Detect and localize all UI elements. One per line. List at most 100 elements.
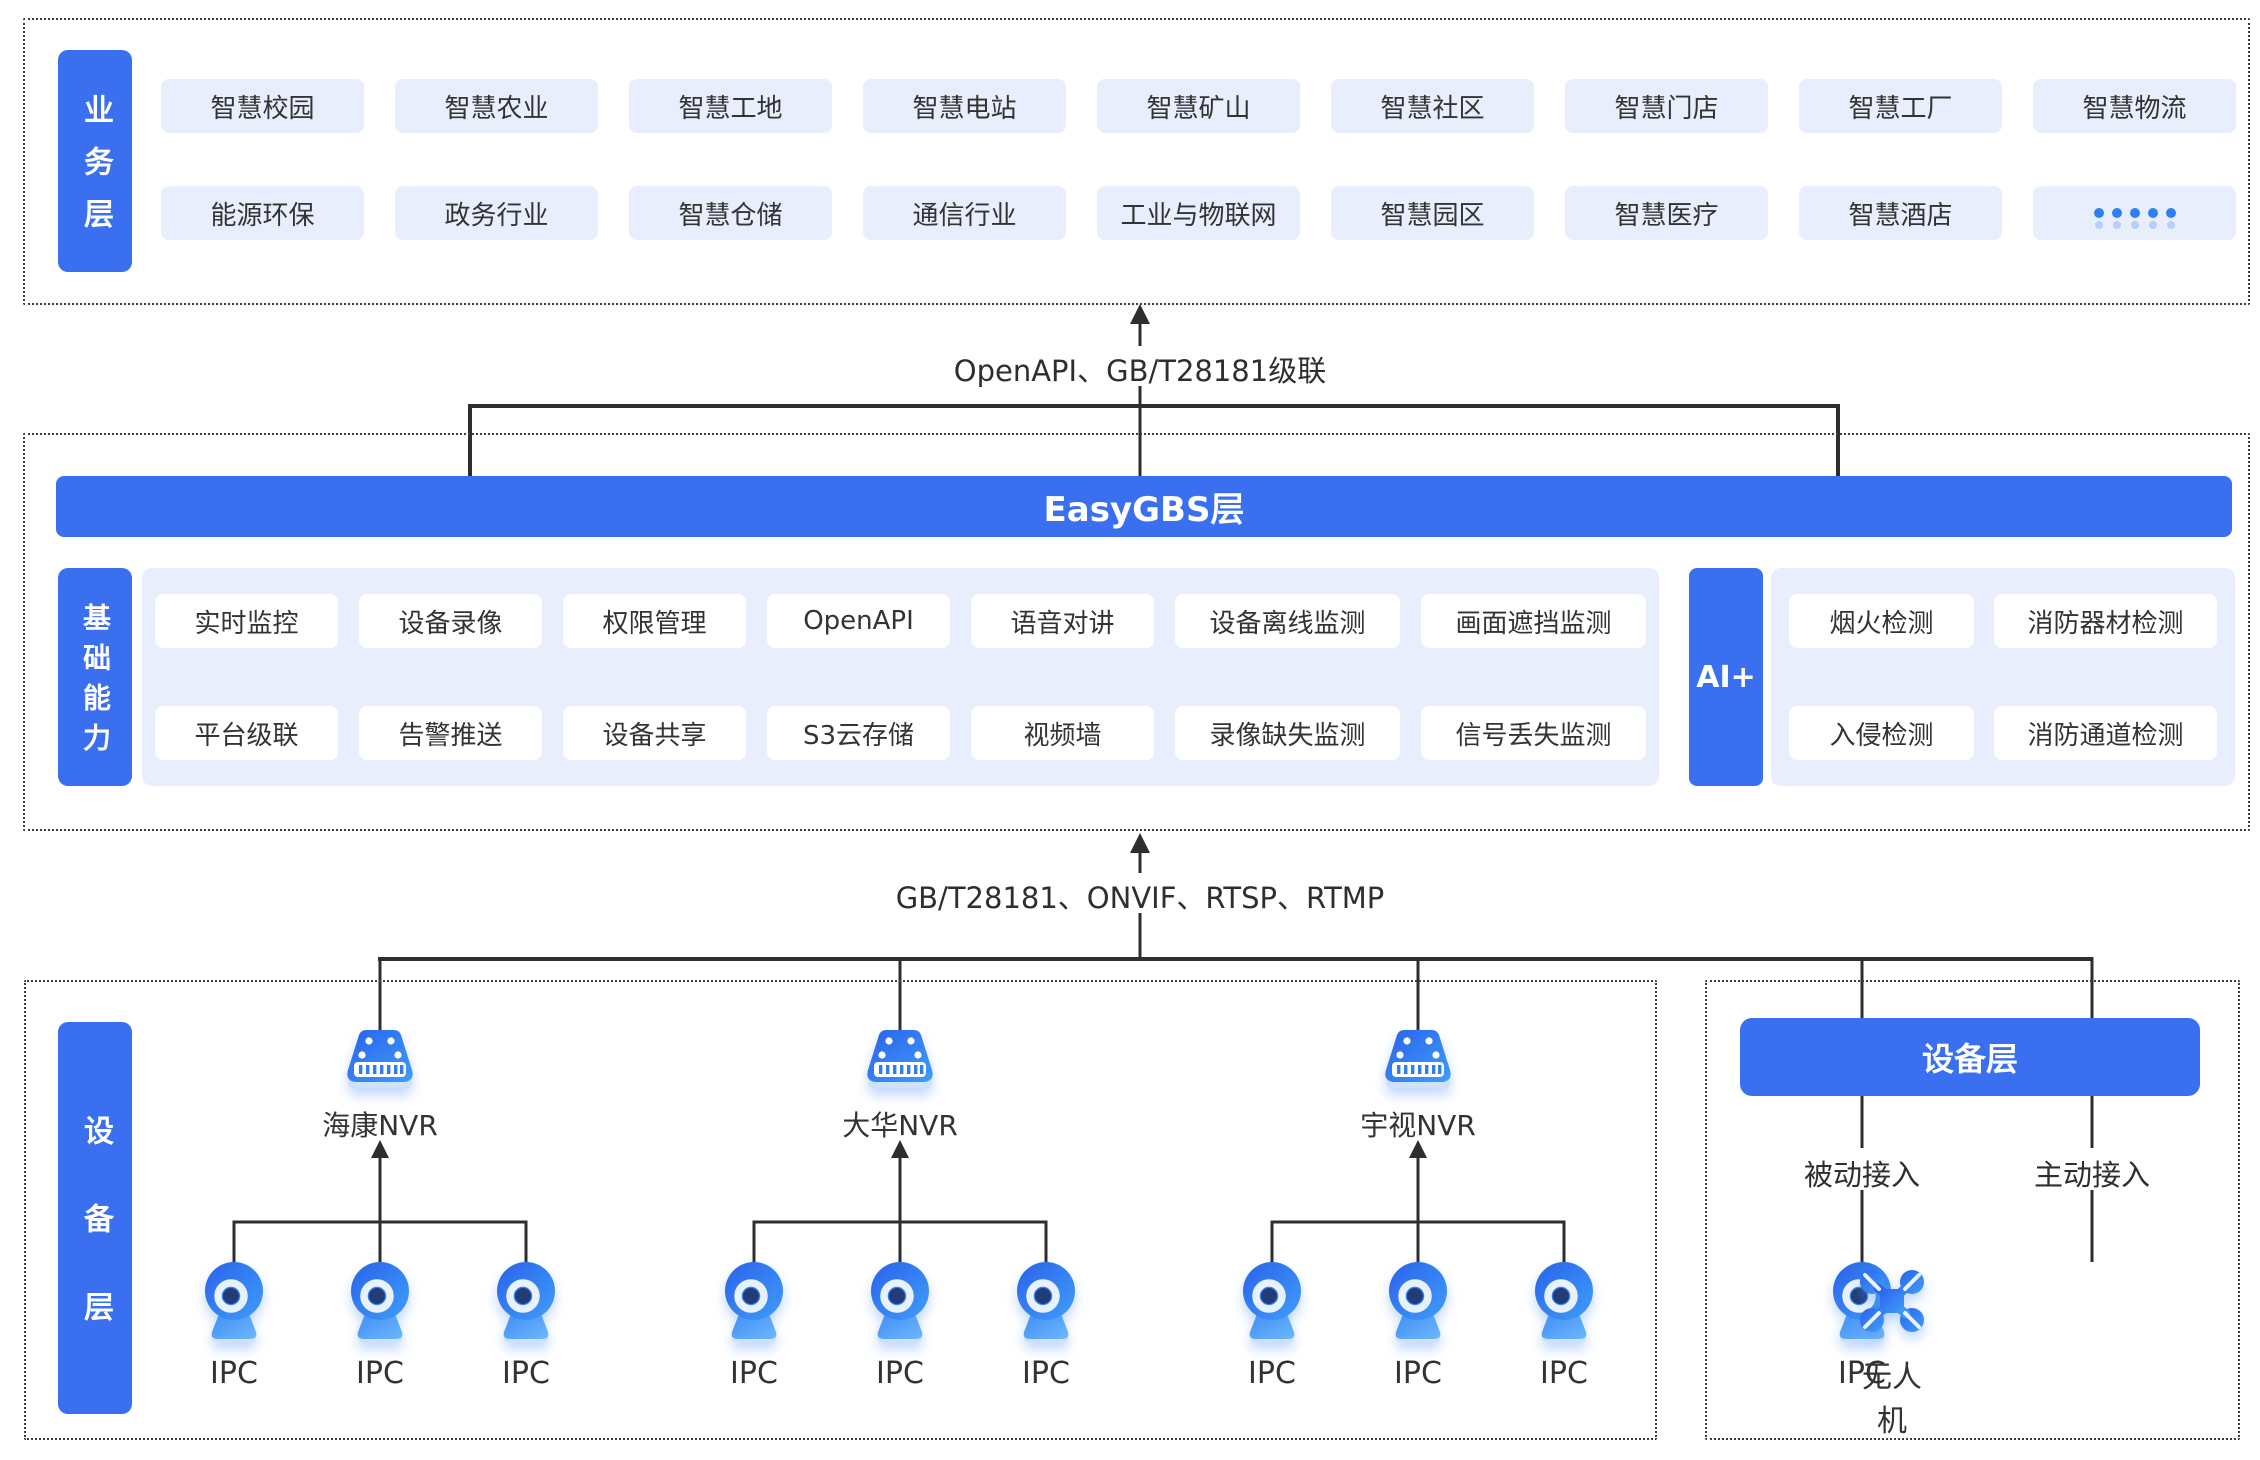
capability-item: 实时监控: [155, 594, 338, 648]
up-arrow-bottom: [1130, 833, 1150, 853]
nvr-name: 宇视NVR: [1360, 1109, 1476, 1142]
business-item: 智慧社区: [1331, 79, 1534, 133]
up-arrow-top: [1130, 304, 1150, 324]
ipc-camera: IPC: [1528, 1260, 1600, 1391]
business-item: 智慧工地: [629, 79, 832, 133]
capability-item: 平台级联: [155, 706, 338, 760]
ipc-label: IPC: [1540, 1356, 1588, 1391]
capability-item: 录像缺失监测: [1175, 706, 1400, 760]
ipc-label: IPC: [356, 1356, 404, 1391]
business-item: 智慧园区: [1331, 186, 1534, 240]
business-item: 政务行业: [395, 186, 598, 240]
nvr-group: 宇视NVR IPC: [1232, 1018, 1604, 1418]
ipc-camera: IPC: [1236, 1260, 1308, 1391]
ai-capability-item: 消防器材检测: [1994, 594, 2217, 648]
nvr-icon: [338, 1028, 422, 1096]
capability-item: 权限管理: [563, 594, 746, 648]
ipc-camera-icon: [1528, 1262, 1600, 1348]
capability-item: 画面遮挡监测: [1421, 594, 1646, 648]
nvr-icon: [858, 1028, 942, 1096]
easygbs-layer-bar: EasyGBS层: [56, 476, 2232, 537]
capability-item: 视频墙: [971, 706, 1154, 760]
business-item: 智慧校园: [161, 79, 364, 133]
ai-capability-row-2: 入侵检测 消防通道检测: [1789, 706, 2217, 760]
ipc-camera-icon: [198, 1262, 270, 1348]
ai-capability-row-1: 烟火检测 消防器材检测: [1789, 594, 2217, 648]
ipc-camera-icon: [1010, 1262, 1082, 1348]
nvr-group: 海康NVR IPC: [194, 1018, 566, 1418]
ai-capability-group: 烟火检测 消防器材检测 入侵检测 消防通道检测: [1771, 568, 2235, 786]
capability-item: 设备离线监测: [1175, 594, 1400, 648]
ipc-label: IPC: [502, 1356, 550, 1391]
ellipsis-dots-icon: [2093, 208, 2176, 218]
ipc-label: IPC: [730, 1356, 778, 1391]
ai-capability-item: 入侵检测: [1789, 706, 1974, 760]
business-item: 智慧门店: [1565, 79, 1768, 133]
ipc-label: IPC: [1838, 1356, 1886, 1391]
access-mode-label: 主动接入: [2033, 1158, 2150, 1192]
capability-group: 实时监控 设备录像 权限管理 OpenAPI 语音对讲 设备离线监测 画面遮挡监…: [142, 568, 1659, 786]
business-layer-panel: [23, 18, 2250, 305]
ipc-camera-icon: [344, 1262, 416, 1348]
nvr-name: 大华NVR: [842, 1109, 958, 1142]
bottom-connector-label: GB/T28181、ONVIF、RTSP、RTMP: [895, 881, 1385, 915]
ipc-camera: IPC: [718, 1260, 790, 1391]
business-item: 智慧医疗: [1565, 186, 1768, 240]
nvr-group: 大华NVR IPC: [714, 1018, 1086, 1418]
ipc-camera: IPC: [490, 1260, 562, 1391]
ipc-camera-icon: [1382, 1262, 1454, 1348]
business-item: 智慧仓储: [629, 186, 832, 240]
ipc-camera: IPC: [1010, 1260, 1082, 1391]
drone-icon: [1854, 1270, 1930, 1344]
device-layer-label: 设备层: [58, 1022, 132, 1414]
capability-row-1: 实时监控 设备录像 权限管理 OpenAPI 语音对讲 设备离线监测 画面遮挡监…: [155, 594, 1646, 648]
ipc-camera-icon: [718, 1262, 790, 1348]
ipc-camera: IPC: [1382, 1260, 1454, 1391]
capability-item: OpenAPI: [767, 594, 950, 648]
business-row-2: 能源环保 政务行业 智慧仓储 通信行业 工业与物联网 智慧园区 智慧医疗 智慧酒…: [161, 186, 2236, 240]
nvr-name: 海康NVR: [322, 1109, 438, 1142]
ipc-camera: IPC: [344, 1260, 416, 1391]
business-item: 通信行业: [863, 186, 1066, 240]
ipc-camera-icon: [1236, 1262, 1308, 1348]
ipc-label: IPC: [1394, 1356, 1442, 1391]
direct-access-panel: [1705, 980, 2240, 1440]
business-item: 智慧酒店: [1799, 186, 2002, 240]
capability-row-2: 平台级联 告警推送 设备共享 S3云存储 视频墙 录像缺失监测 信号丢失监测: [155, 706, 1646, 760]
business-item: 智慧电站: [863, 79, 1066, 133]
ipc-label: IPC: [210, 1356, 258, 1391]
ipc-label: IPC: [1022, 1356, 1070, 1391]
ai-plus-label: AI+: [1689, 568, 1763, 786]
ipc-label: IPC: [876, 1356, 924, 1391]
ipc-camera-icon: [490, 1262, 562, 1348]
business-row-1: 智慧校园 智慧农业 智慧工地 智慧电站 智慧矿山 智慧社区 智慧门店 智慧工厂 …: [161, 79, 2236, 133]
platform-layer-panel: [23, 433, 2250, 831]
ipc-label: IPC: [1248, 1356, 1296, 1391]
device-layer-panel: [24, 980, 1657, 1440]
capability-label: 基础能力: [58, 568, 132, 786]
capability-item: 设备共享: [563, 706, 746, 760]
ai-capability-item: 烟火检测: [1789, 594, 1974, 648]
capability-item: 设备录像: [359, 594, 542, 648]
capability-item: 告警推送: [359, 706, 542, 760]
business-layer-label: 业务层: [58, 50, 132, 272]
ipc-camera-icon: [864, 1262, 936, 1348]
drone-label: 无人机: [1862, 1360, 1922, 1439]
business-item: 智慧物流: [2033, 79, 2236, 133]
business-item: 智慧矿山: [1097, 79, 1300, 133]
drone-unit: 无人机: [1854, 1262, 1930, 1440]
business-item: 智慧农业: [395, 79, 598, 133]
top-connector-label: OpenAPI、GB/T28181级联: [953, 354, 1327, 388]
business-item: 能源环保: [161, 186, 364, 240]
capability-item: S3云存储: [767, 706, 950, 760]
cascade-bracket: [468, 404, 1840, 477]
ai-capability-item: 消防通道检测: [1994, 706, 2217, 760]
access-mode-label: 被动接入: [1803, 1158, 1920, 1192]
ipc-camera: IPC: [198, 1260, 270, 1391]
business-item: 工业与物联网: [1097, 186, 1300, 240]
business-item: 智慧工厂: [1799, 79, 2002, 133]
nvr-icon: [1376, 1028, 1460, 1096]
capability-item: 信号丢失监测: [1421, 706, 1646, 760]
capability-item: 语音对讲: [971, 594, 1154, 648]
